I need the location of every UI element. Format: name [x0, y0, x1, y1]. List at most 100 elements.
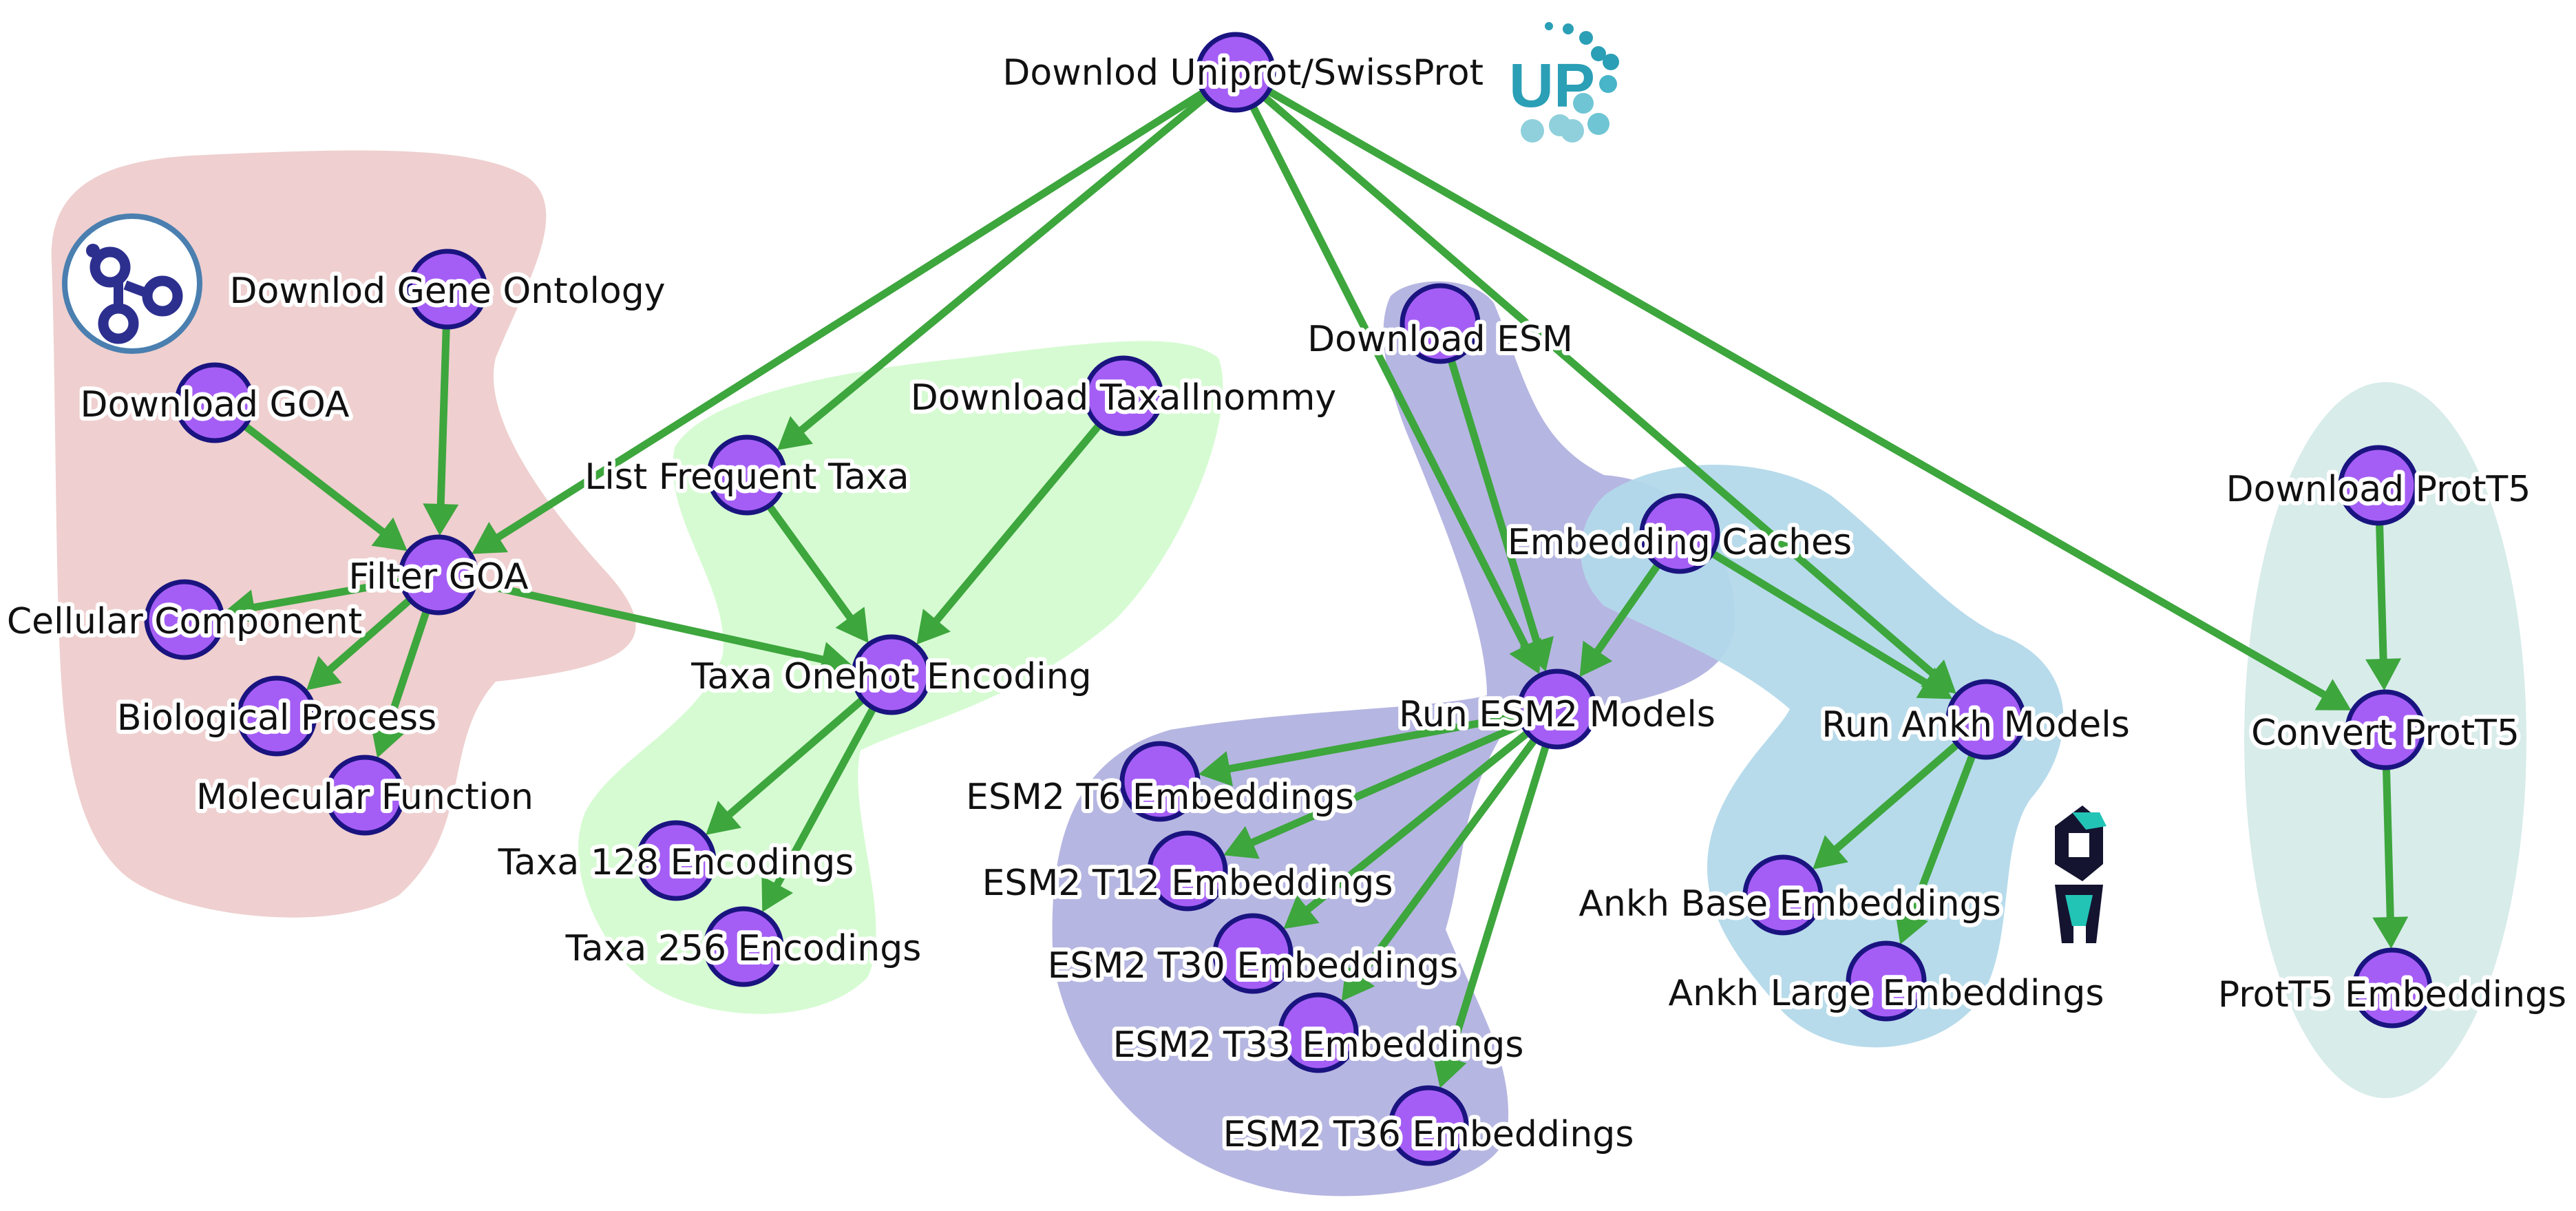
- node-taxa-onehot-encoding[interactable]: Taxa Onehot Encoding: [686, 634, 1096, 715]
- uniprot-logo: UP: [1509, 22, 1619, 143]
- edge-arrowhead: [2314, 679, 2352, 710]
- node-ankh-large-embeddings[interactable]: Ankh Large Embeddings: [1665, 940, 2109, 1022]
- node-esm2-t12-embeddings[interactable]: ESM2 T12 Embeddings: [978, 830, 1397, 912]
- node-label: ESM2 T36 Embeddings: [1223, 1114, 1634, 1155]
- edge-taxonomy-to-taxa_onehot: [929, 422, 1103, 629]
- node-download-esm[interactable]: Download ESM: [1303, 283, 1577, 364]
- node-circle: [174, 362, 255, 443]
- node-label: Convert ProtT5: [2251, 713, 2520, 754]
- edge-freq_taxa-to-taxa_onehot: [766, 503, 857, 625]
- group-ankh: [1581, 465, 2064, 1048]
- node-circle: [1639, 493, 1720, 574]
- edge-arrowhead: [916, 609, 951, 645]
- node-label: Run ESM2 Models: [1399, 694, 1715, 735]
- node-label: Molecular Function: [196, 777, 534, 818]
- node-downlod-uniprot-swissprot[interactable]: Downlod Uniprot/SwissProt: [998, 32, 1488, 113]
- node-circle: [1517, 668, 1598, 750]
- node-label: ESM2 T6 Embeddings: [966, 777, 1354, 818]
- node-download-taxonomy[interactable]: Download Taxallnommy: [907, 355, 1340, 436]
- edge-arrowhead: [835, 607, 869, 643]
- node-label: ESM2 T12 Embeddings: [982, 863, 1393, 904]
- node-label: List Frequent Taxa: [584, 456, 909, 498]
- edge-uniprot-to-freq_taxa: [794, 93, 1210, 438]
- node-label: Download ProtT5: [2226, 469, 2531, 510]
- node-circle: [2352, 947, 2433, 1029]
- edge-filter_goa-to-taxa_onehot: [474, 579, 830, 665]
- edge-download_esm-to-run_esm2: [1447, 359, 1543, 649]
- node-circle: [2345, 689, 2426, 770]
- edge-run_esm2-to-esm_t36: [1444, 744, 1550, 1066]
- edge-arrowhead: [1519, 635, 1554, 672]
- node-list-frequent-taxa[interactable]: List Frequent Taxa: [580, 434, 914, 516]
- edge-arrowhead: [472, 522, 508, 554]
- node-circle: [1195, 32, 1276, 113]
- node-esm2-t6-embeddings[interactable]: ESM2 T6 Embeddings: [962, 741, 1358, 822]
- node-circle: [1400, 283, 1481, 364]
- edge-taxa_onehot-to-taxa128: [721, 696, 865, 822]
- node-circle: [144, 579, 225, 660]
- node-circle: [1147, 830, 1228, 912]
- node-circle: [851, 634, 932, 715]
- node-download-prott5[interactable]: Download ProtT5: [2222, 445, 2535, 526]
- node-convert-prott5[interactable]: Convert ProtT5: [2247, 689, 2524, 770]
- node-embedding-caches[interactable]: Embedding Caches: [1503, 493, 1856, 574]
- edge-arrowhead: [1432, 1052, 1467, 1088]
- node-label: Taxa 128 Encodings: [498, 842, 854, 883]
- edge-emb_caches-to-run_ankh: [1710, 549, 1934, 690]
- node-cellular-component[interactable]: Cellular Component: [3, 579, 366, 660]
- node-esm2-t33-embeddings[interactable]: ESM2 T33 Embeddings: [1109, 992, 1528, 1073]
- edge-arrowhead: [370, 722, 405, 758]
- node-label: Taxa 256 Encodings: [565, 928, 922, 969]
- edge-arrowhead: [1916, 667, 1953, 699]
- node-taxa-256-encodings[interactable]: Taxa 256 Encodings: [561, 906, 925, 987]
- node-label: Taxa Onehot Encoding: [690, 656, 1091, 697]
- node-circle: [1083, 355, 1164, 436]
- edge-arrowhead: [761, 876, 794, 912]
- node-esm2-t30-embeddings[interactable]: ESM2 T30 Embeddings: [1044, 913, 1462, 994]
- node-label: Ankh Large Embeddings: [1669, 973, 2104, 1014]
- node-run-ankh-models[interactable]: Run Ankh Models: [1817, 679, 2134, 760]
- node-molecular-function[interactable]: Molecular Function: [192, 755, 538, 836]
- edge-download_prott5-to-convert_prott5: [2376, 523, 2387, 666]
- node-downlod-gene-ontology[interactable]: Downlod Gene Ontology: [225, 249, 670, 330]
- nodes-layer: Downlod Uniprot/SwissProt Downlod Gene O…: [3, 32, 2570, 1166]
- node-download-goa[interactable]: Download GOA: [76, 362, 354, 443]
- node-circle: [2338, 445, 2419, 526]
- gene-ontology-logo: [62, 213, 202, 354]
- edge-filter_goa-to-biological: [322, 597, 413, 677]
- edge-arrowhead: [371, 517, 408, 551]
- node-circle: [635, 820, 717, 901]
- node-circle: [1119, 741, 1201, 822]
- node-circle: [1388, 1085, 1469, 1166]
- node-taxa-128-encodings[interactable]: Taxa 128 Encodings: [494, 820, 858, 901]
- node-circle: [706, 434, 788, 516]
- edge-convert_prott5-to-prott5_emb: [2382, 767, 2395, 925]
- node-label: Ankh Base Embeddings: [1579, 883, 2000, 925]
- edge-arrowhead: [1341, 965, 1375, 1002]
- edge-goa-to-filter_goa: [242, 423, 390, 539]
- edge-gene_ontology-to-filter_goa: [436, 326, 450, 512]
- node-circle: [324, 755, 405, 836]
- edge-run_ankh-to-ankh_base: [1828, 741, 1960, 856]
- edge-filter_goa-to-cellular: [246, 578, 402, 613]
- edge-arrowhead: [423, 503, 459, 536]
- edge-emb_caches-to-run_esm2: [1590, 562, 1662, 659]
- node-run-esm2-models[interactable]: Run ESM2 Models: [1395, 668, 1720, 750]
- group-gene-ontology: [51, 150, 636, 918]
- node-circle: [703, 906, 784, 987]
- node-ankh-base-embeddings[interactable]: Ankh Base Embeddings: [1574, 854, 2005, 936]
- uniprot-logo-text: UP: [1509, 52, 1595, 120]
- node-filter-goa[interactable]: Filter GOA: [344, 534, 533, 615]
- node-label: Cellular Component: [7, 601, 362, 642]
- edge-arrowhead: [777, 416, 814, 450]
- node-esm2-t36-embeddings[interactable]: ESM2 T36 Embeddings: [1219, 1085, 1638, 1166]
- node-label: Downlod Uniprot/SwissProt: [1002, 52, 1484, 94]
- edges-layer: [223, 87, 2409, 1088]
- node-label: Embedding Caches: [1508, 522, 1852, 563]
- edge-filter_goa-to-molecular: [381, 609, 430, 736]
- node-prott5-embeddings[interactable]: ProtT5 Embeddings: [2214, 947, 2570, 1029]
- node-circle: [236, 675, 317, 757]
- node-label: Biological Process: [117, 697, 436, 739]
- node-biological-process[interactable]: Biological Process: [113, 675, 441, 757]
